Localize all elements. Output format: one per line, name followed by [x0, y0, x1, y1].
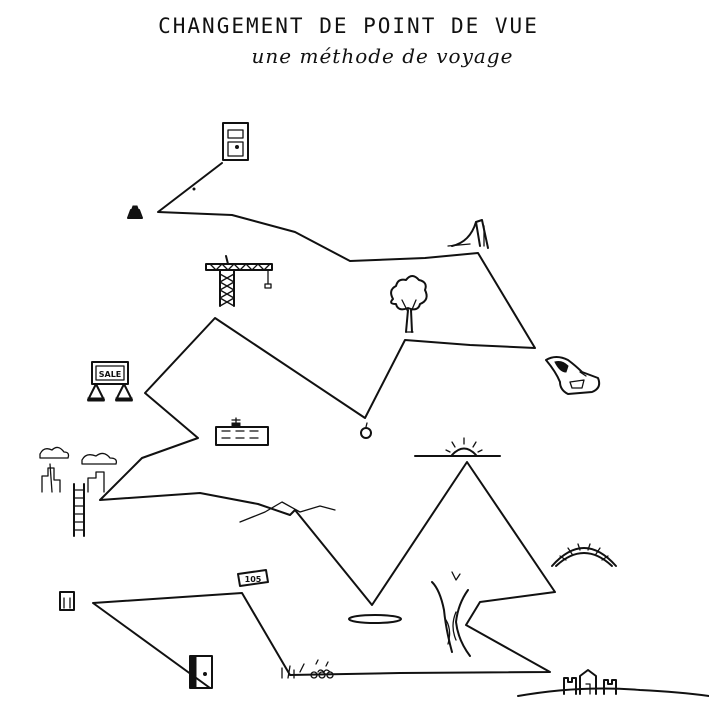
ground-line — [517, 687, 709, 697]
number-badge: 105 — [237, 569, 269, 587]
city-skyline — [41, 463, 105, 493]
arch-bridge-icon — [551, 543, 617, 567]
journey-path — [92, 162, 556, 689]
sign-text: SALE — [99, 370, 122, 379]
small-door-icon — [59, 591, 75, 611]
page-subtitle: une méthode de voyage — [251, 44, 514, 68]
sunset-icon — [414, 437, 501, 457]
cloud-icon — [39, 446, 118, 465]
ladder-icon — [73, 483, 85, 537]
lake-icon — [348, 614, 402, 624]
rock-icon — [545, 356, 601, 395]
waterfall-icon — [431, 571, 471, 657]
apple-icon — [360, 422, 372, 439]
castle-icon — [563, 669, 617, 695]
exit-door-icon — [189, 655, 213, 689]
traffic-cone-icon — [127, 205, 143, 219]
slide-icon — [447, 219, 489, 249]
crane-icon — [205, 255, 273, 307]
grass-tufts — [281, 659, 334, 679]
tree-icon — [390, 275, 428, 333]
dot-mark — [192, 187, 196, 191]
badge-text: 105 — [245, 575, 262, 584]
door-icon — [222, 122, 249, 161]
building-icon — [215, 417, 269, 446]
sign-icon: SALE — [87, 361, 133, 402]
ridge-line — [239, 501, 336, 523]
page-title: CHANGEMENT DE POINT DE VUE — [158, 14, 539, 38]
